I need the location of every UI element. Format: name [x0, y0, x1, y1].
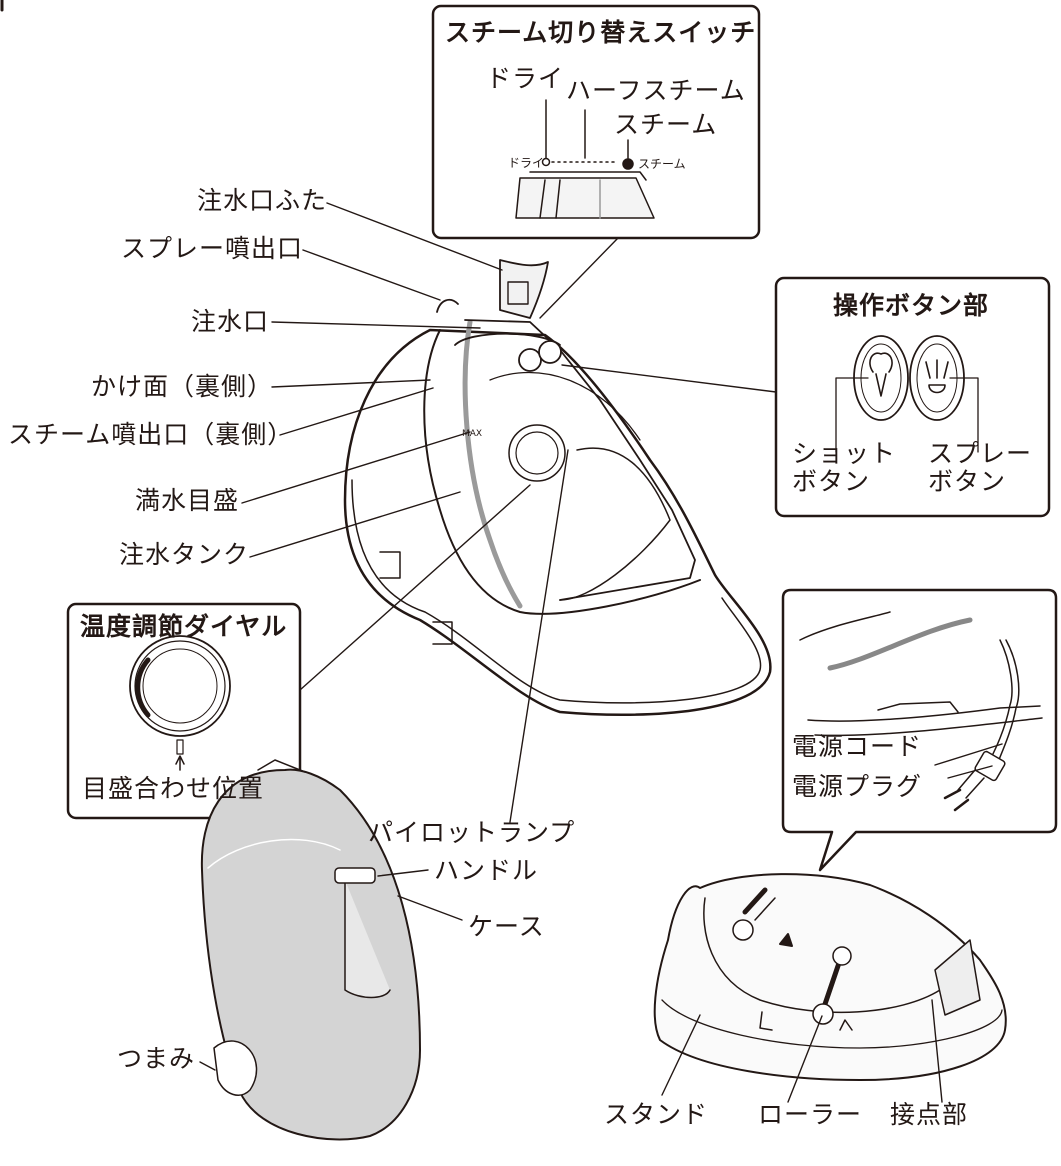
stand-illustration — [653, 873, 1007, 1081]
label-roller: ローラー — [758, 1100, 863, 1129]
label-stand: スタンド — [604, 1100, 709, 1129]
steam-switch-title: スチーム切り替えスイッチ — [445, 18, 757, 47]
steam-switch-half-label: ハーフスチーム — [566, 76, 746, 105]
steam-switch-dry-label: ドライ — [486, 64, 565, 93]
max-marking-text: MAX — [462, 429, 483, 439]
shot-button-label: ショット ボタン — [792, 439, 897, 496]
label-power-plug: 電源プラグ — [792, 772, 923, 801]
label-knob: つまみ — [116, 1044, 195, 1073]
dial-box — [66, 602, 302, 820]
steam-switch-box — [431, 4, 761, 240]
label-spray-outlet: スプレー噴出口 — [120, 234, 303, 263]
cord-box — [781, 588, 1058, 872]
button-box-title: 操作ボタン部 — [833, 291, 990, 320]
dial-illustration — [129, 635, 231, 771]
button-illustration — [835, 335, 979, 453]
label-inlet: 注水口 — [190, 307, 269, 336]
label-lid: 注水口ふた — [196, 186, 327, 215]
button-box — [774, 276, 1051, 518]
case-illustration — [200, 759, 421, 1141]
steam-switch-steam-label: スチーム — [614, 110, 718, 139]
label-tank: 注水タンク — [118, 540, 249, 569]
label-pilot-lamp: パイロットランプ — [368, 818, 576, 847]
label-case: ケース — [468, 912, 545, 941]
iron-body — [343, 259, 772, 716]
steam-scale-steam: スチーム — [638, 157, 686, 171]
spray-button-label: スプレー ボタン — [928, 439, 1033, 496]
label-power-cord: 電源コード — [792, 732, 923, 761]
label-soleplate: かけ面（裏側） — [90, 372, 273, 401]
steam-switch-illustration — [515, 99, 655, 219]
label-max-mark: 満水目盛 — [134, 486, 239, 515]
steam-scale-dry: ドライ — [508, 156, 545, 170]
dial-box-title: 温度調節ダイヤル — [80, 612, 288, 641]
label-steam-outlet: スチーム噴出口（裏側） — [8, 420, 294, 449]
label-contact: 接点部 — [890, 1100, 969, 1129]
leader-lines — [199, 202, 1003, 1103]
dial-align-label: 目盛合わせ位置 — [82, 774, 265, 803]
label-handle: ハンドル — [434, 856, 539, 885]
